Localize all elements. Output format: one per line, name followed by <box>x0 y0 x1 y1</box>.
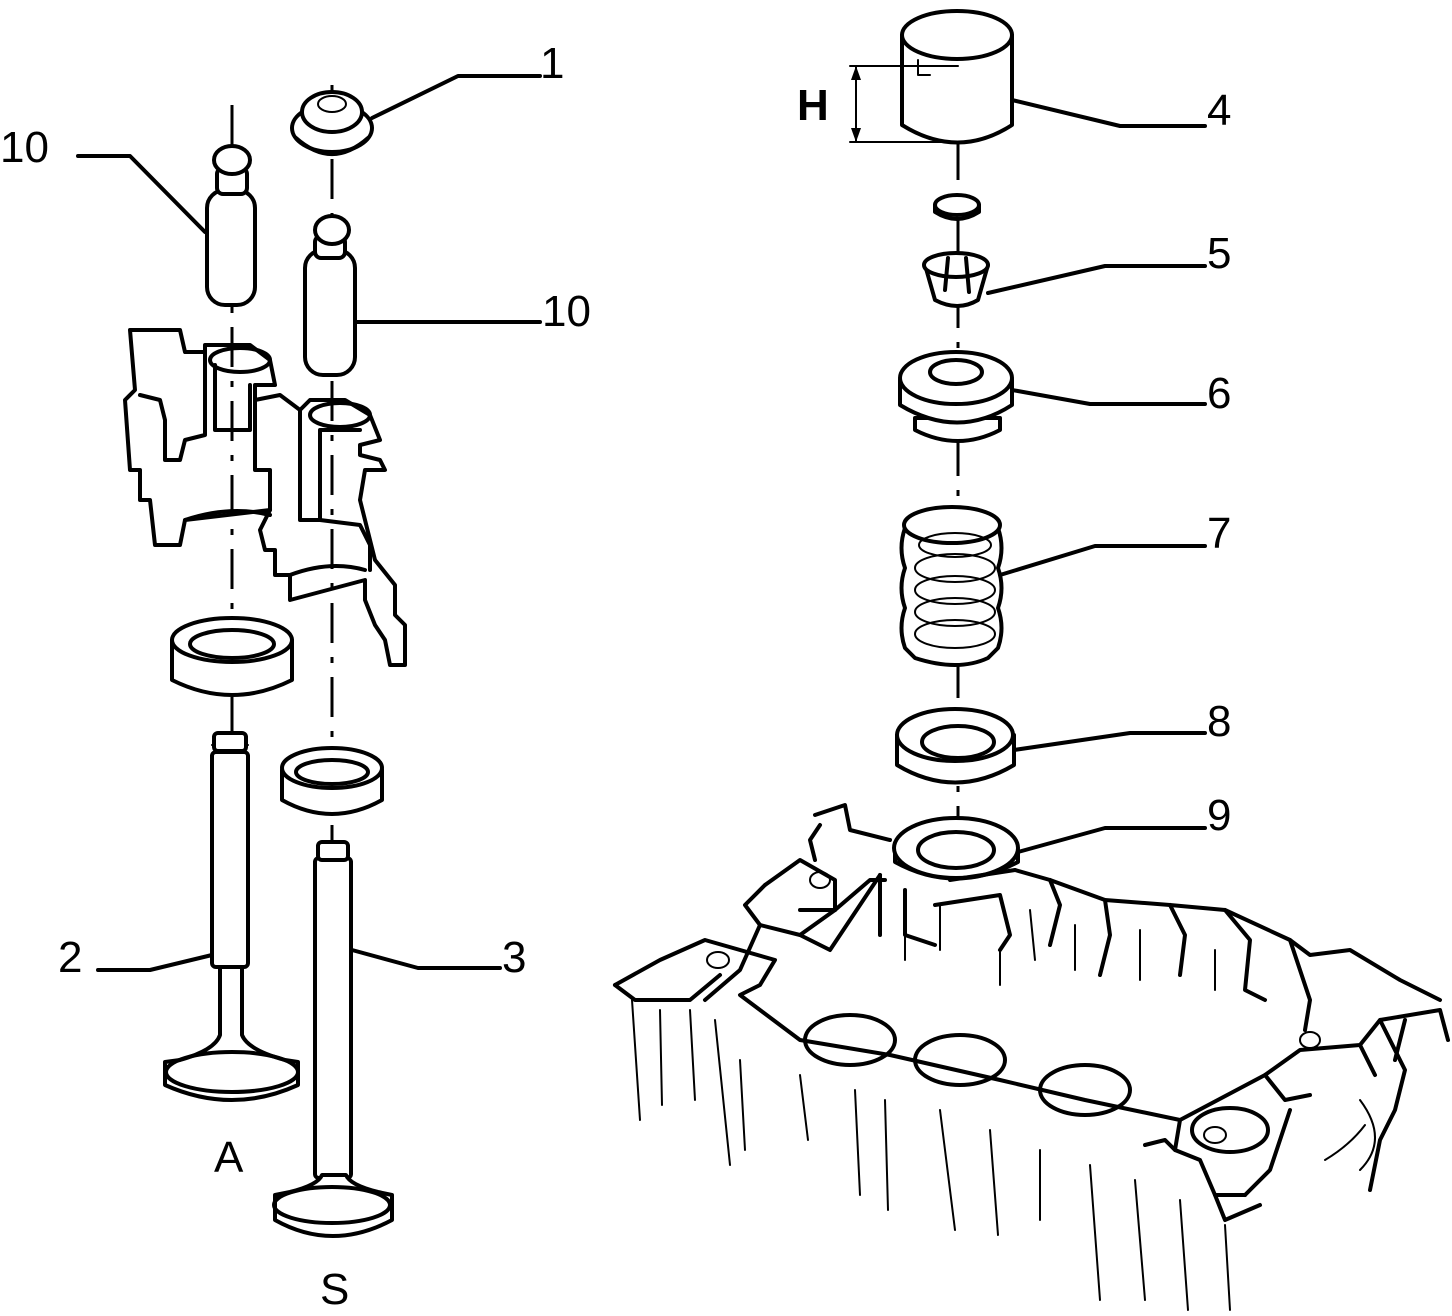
leader-1 <box>370 74 542 120</box>
leader-5 <box>986 264 1207 295</box>
part-1-cap <box>290 90 374 156</box>
part-7-valve-spring <box>899 505 1004 667</box>
label-3: 3 <box>502 933 526 982</box>
label-h: H <box>797 81 829 130</box>
leader-10-left <box>76 154 207 234</box>
label-a: A <box>214 1133 244 1182</box>
dimension-h <box>849 65 959 143</box>
shim-disc <box>933 193 981 221</box>
part-10-tappet-right <box>303 214 357 377</box>
part-9-washer <box>892 816 1020 881</box>
leader-2 <box>96 953 214 972</box>
label-s: S <box>320 1265 349 1314</box>
leader-9 <box>1016 826 1207 854</box>
part-6-spring-retainer <box>898 350 1014 443</box>
part-4-bucket-tappet <box>900 9 1014 145</box>
label-1: 1 <box>540 39 564 88</box>
leader-8 <box>1012 731 1207 752</box>
leader-3 <box>350 948 502 970</box>
valve-seat-insert-s <box>280 746 384 816</box>
leader-6 <box>1010 388 1207 406</box>
part-2-valve-a <box>163 731 300 1102</box>
valve-seat-insert-a <box>170 616 294 697</box>
part-5-collets <box>922 251 990 308</box>
cylinder-head-block <box>613 803 1450 1311</box>
leader-4 <box>1010 98 1207 128</box>
label-5: 5 <box>1207 229 1231 278</box>
label-6: 6 <box>1207 369 1231 418</box>
leader-7 <box>998 544 1207 577</box>
part-3-valve-s <box>272 840 394 1238</box>
label-8: 8 <box>1207 697 1231 746</box>
label-7: 7 <box>1207 509 1231 558</box>
part-8-lower-seat <box>895 707 1016 785</box>
label-9: 9 <box>1207 791 1231 840</box>
label-2: 2 <box>58 933 82 982</box>
label-10-right: 10 <box>542 287 591 336</box>
label-10-left: 10 <box>0 123 49 172</box>
part-10-tappet-left <box>205 144 257 307</box>
label-4: 4 <box>1207 86 1231 135</box>
cylinder-head-section <box>123 328 407 667</box>
